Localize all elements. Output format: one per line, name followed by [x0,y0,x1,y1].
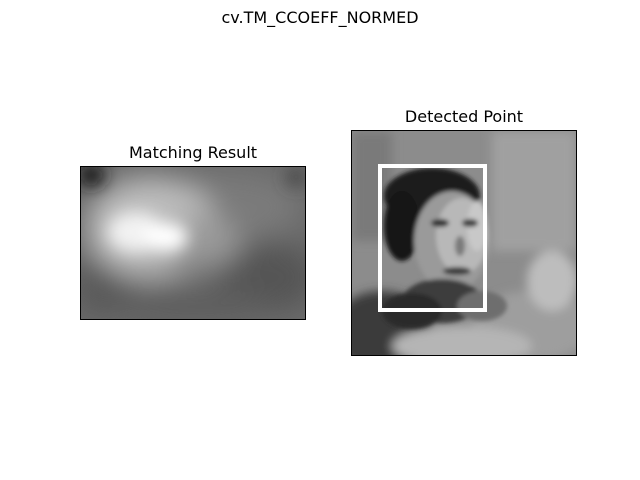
detection-rectangle [378,164,487,312]
detected-point-image [352,131,576,355]
matching-result-title: Matching Result [128,143,258,162]
matching-result-heatmap [81,167,305,319]
detected-point-axes [351,130,577,356]
figure-suptitle: cv.TM_CCOEFF_NORMED [221,8,419,27]
detected-point-title: Detected Point [404,107,524,126]
matching-result-axes [80,166,306,320]
